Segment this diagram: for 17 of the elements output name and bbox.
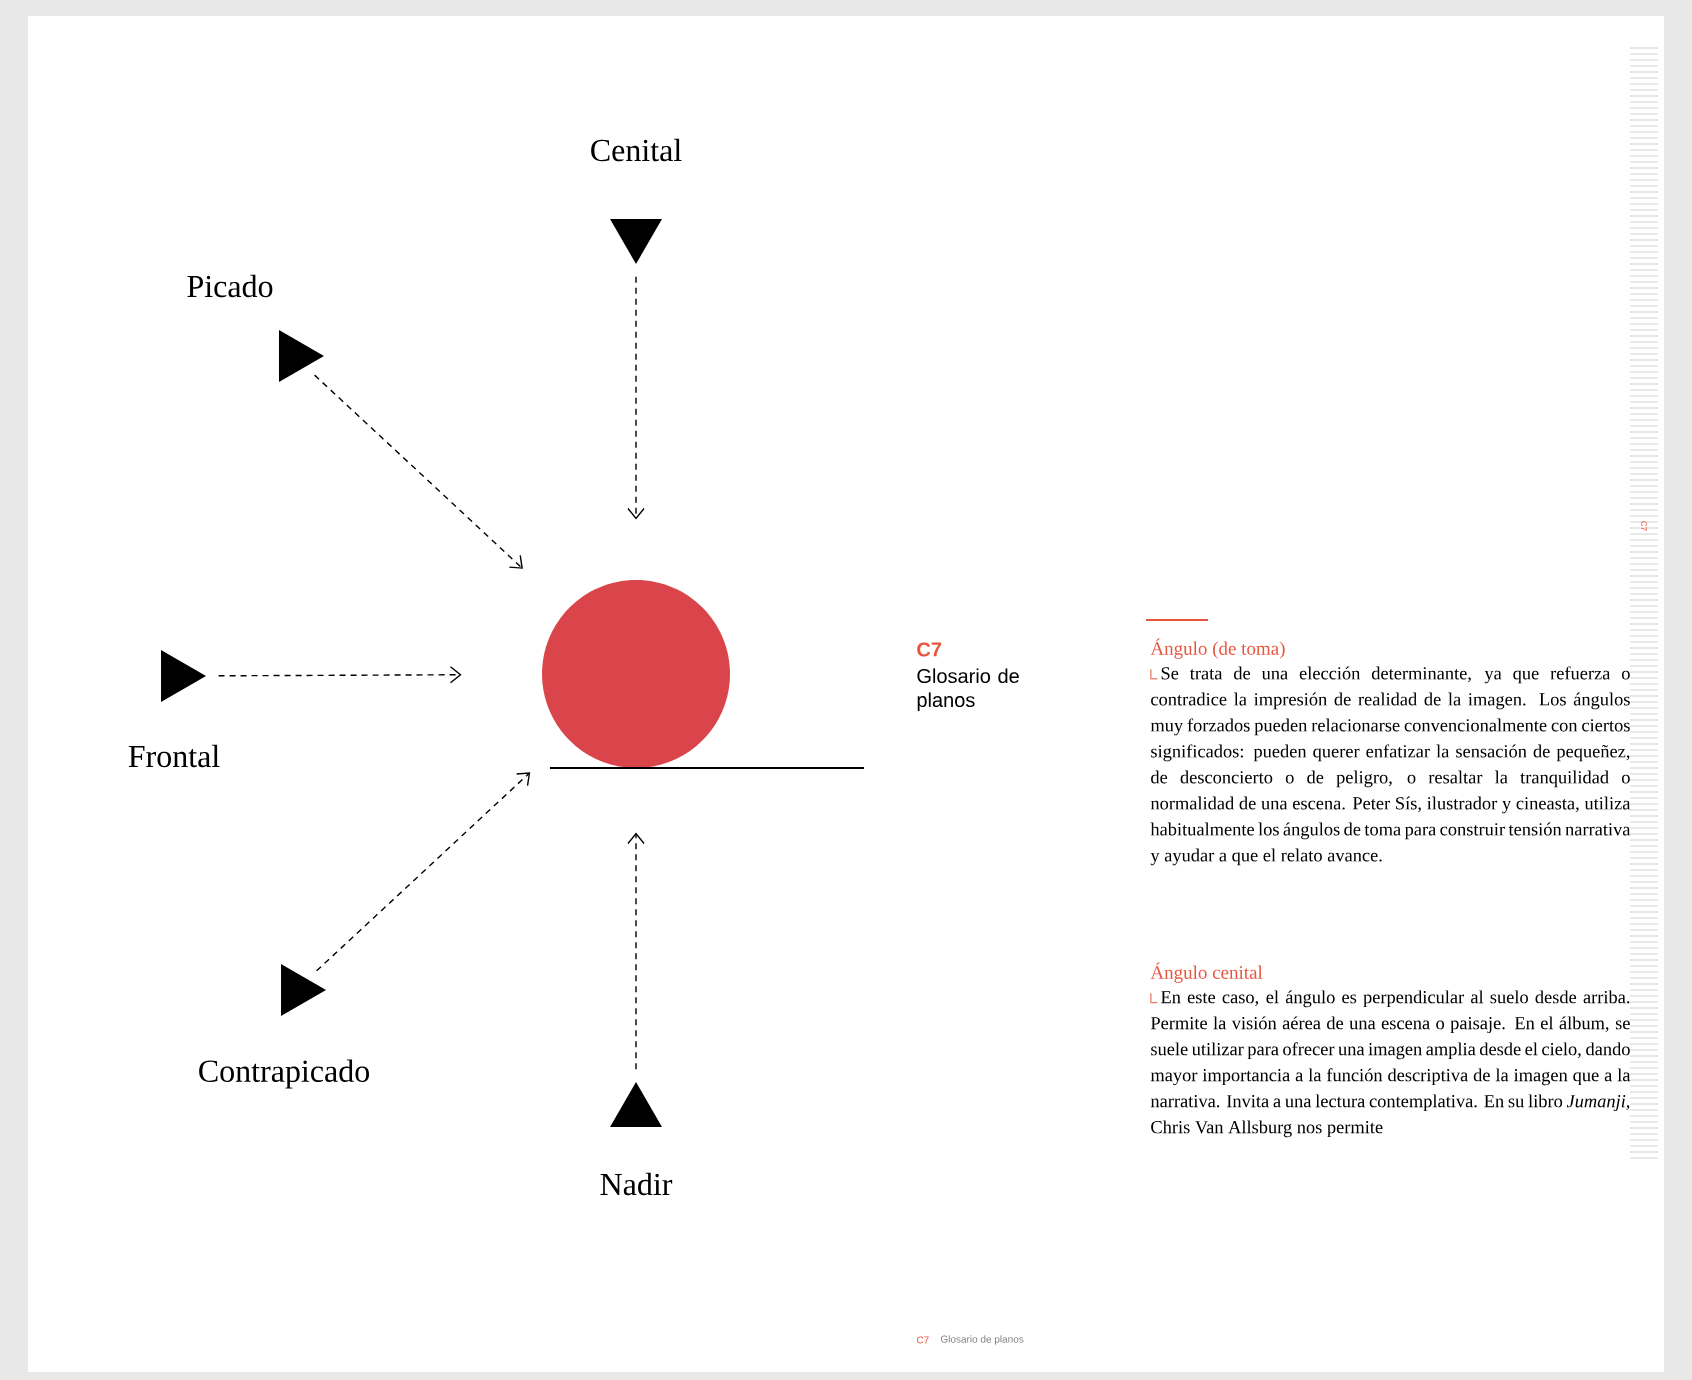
- arrow: [315, 772, 531, 972]
- angle-label: Cenital: [591, 138, 682, 162]
- section-title: Glosario de planos: [917, 668, 1019, 711]
- angle-label: Nadir: [600, 1172, 673, 1196]
- arrow: [217, 666, 462, 684]
- angle-label: Contrapicado: [199, 1059, 369, 1089]
- glossary-heading: Ángulo (de toma): [1150, 638, 1285, 659]
- glossary-paragraph: Se trata de una elección determinante, ya que refuerza o contradice la impresión de realidad de la imagen. Los ángulos muy forzados pueden relacionarse convencionalmente con ciertos significados: pueden querer enfatizar la sensación de pequeñez, de desconcierto o de peligro, o resaltar la tranquilidad o normalidad de una escena. Peter Sís, ilustrador y cineasta, utiliza habitualmente los ángulos de toma para construir tensión narrativa y ayudar a que el relato avance.: [1150, 666, 1631, 866]
- glossary-heading: Ángulo cenital: [1150, 962, 1263, 983]
- arrow: [627, 276, 645, 520]
- angle-label: Frontal: [128, 744, 220, 768]
- glossary-paragraph: En este caso, el ángulo es perpendicular al suelo desde arriba. Permite la visión aérea de una escena o paisaje. En el álbum, se suele utilizar para ofrecer una imagen amplia desde el cielo, dando mayor importancia a la función descriptiva de la imagen que a la narrativa. Invita a una lectura contemplativa. En su libro Jumanji, Chris Van Allsburg nos permite: [1150, 990, 1631, 1138]
- ball-circle: [542, 580, 730, 768]
- arrow: [313, 374, 523, 569]
- section-code: C7: [917, 642, 942, 657]
- angle-label: Picado: [187, 274, 273, 298]
- arrow: [627, 832, 645, 1070]
